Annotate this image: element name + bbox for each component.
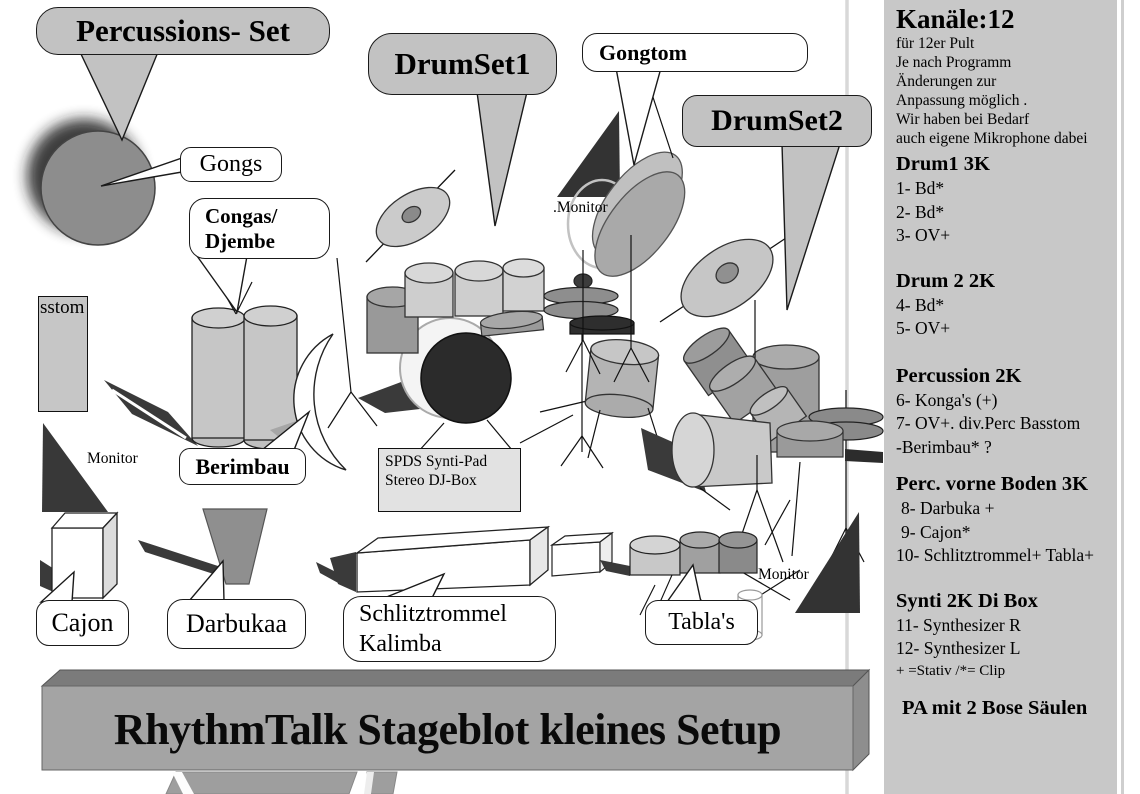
callout-drumset2: DrumSet2 xyxy=(682,95,872,147)
bass-drum xyxy=(420,332,512,424)
callout-gongtom-label: Gongtom xyxy=(599,39,687,65)
monitor-wedge-right xyxy=(795,512,860,613)
sidebar-intro-line: auch eigene Mikrophone dabei xyxy=(896,130,1088,147)
cajon-cube xyxy=(40,511,119,600)
drumset1-toms xyxy=(404,258,545,318)
callout-gongs-label: Gongs xyxy=(199,151,263,177)
channel-item: 10- Schlitztrommel+ Tabla+ xyxy=(896,545,1095,565)
callout-schlitztrommel-line1: Schlitztrommel xyxy=(359,601,507,627)
section-heading-drum2: Drum 2 2K xyxy=(896,269,996,292)
sidebar-title: Kanäle:12 xyxy=(896,4,1015,34)
floor-tom xyxy=(584,339,660,418)
channel-item: 4- Bd* xyxy=(896,294,945,315)
callout-berimbau-label: Berimbau xyxy=(195,453,290,479)
callout-tablas: Tabla's xyxy=(645,600,758,645)
channel-item: 1- Bd* xyxy=(896,178,945,198)
callout-congas-line2: Djembe xyxy=(205,228,275,253)
slitdrum-shadow xyxy=(330,552,356,592)
channel-item: 12- Synthesizer L xyxy=(896,638,1021,658)
cymbal1 xyxy=(375,186,451,248)
callout-percussions-set-label: Percussions- Set xyxy=(76,13,290,48)
callout-berimbau: Berimbau xyxy=(179,448,306,485)
darbuka-shadow xyxy=(138,540,223,577)
section-heading-percussion: Percussion 2K xyxy=(896,364,1022,387)
darbuka-shape xyxy=(202,508,268,585)
section-heading-drum1: Drum1 3K xyxy=(896,153,990,175)
callout-tails xyxy=(39,51,841,603)
monitor-label-center: .Monitor xyxy=(553,199,608,216)
sidebar-intro-line: für 12er Pult xyxy=(896,35,975,52)
channel-item: 8- Darbuka + xyxy=(901,498,995,518)
callout-drumset1: DrumSet1 xyxy=(368,33,557,95)
conga-shadow xyxy=(104,380,198,446)
sidebar-intro-line: Je nach Programm xyxy=(896,54,1012,71)
callout-gongs: Gongs xyxy=(180,147,282,182)
drumset1-side-tom xyxy=(479,310,545,337)
darbuka-side-shadow xyxy=(316,562,340,584)
congas-shape xyxy=(191,305,298,450)
page-title: RhythmTalk Stageblot kleines Setup xyxy=(113,704,782,754)
callout-drumset2-label: DrumSet2 xyxy=(711,104,843,137)
callout-gongtom: Gongtom xyxy=(582,33,808,72)
channel-item: 6- Konga's (+) xyxy=(896,389,998,410)
basstom-label: sstom xyxy=(40,297,85,318)
sidebar-intro-line: Änderungen zur xyxy=(896,73,997,90)
section-heading-perc-vorne: Perc. vorne Boden 3K xyxy=(896,473,1089,495)
gongtom-drum xyxy=(591,151,686,277)
callout-cajon-label: Cajon xyxy=(51,608,114,637)
channel-list-sidebar: Kanäle:12 für 12er Pult Je nach Programm… xyxy=(884,0,1117,794)
legend-note: + =Stativ /*= Clip xyxy=(896,662,1006,679)
gongtom-stand xyxy=(565,235,650,383)
monitor-label-left: Monitor xyxy=(87,450,138,467)
sidebar-intro-line: Wir haben bei Bedarf xyxy=(896,111,1030,128)
monitor-wedge-left xyxy=(42,423,108,512)
slit-drum-box xyxy=(354,525,551,593)
cymbal2 xyxy=(680,238,774,318)
spds-line2: Stereo DJ-Box xyxy=(385,472,477,489)
callout-drumset1-label: DrumSet1 xyxy=(394,46,531,81)
gong-shape xyxy=(27,119,156,246)
tabla-shadow xyxy=(600,560,630,576)
basstom-box: sstom xyxy=(38,296,88,412)
callout-schlitztrommel-line2: Kalimba xyxy=(359,631,442,657)
spds-synti-pad-box: SPDS Synti-Pad Stereo DJ-Box xyxy=(378,448,521,512)
channel-item: -Berimbau* ? xyxy=(896,436,992,457)
right-margin-strip xyxy=(1117,0,1140,794)
channel-item: 11- Synthesizer R xyxy=(896,614,1021,635)
channel-item: 5- OV+ xyxy=(896,318,951,338)
tablas-shape xyxy=(629,531,758,576)
title-banner xyxy=(40,668,871,794)
channel-item: 3- OV+ xyxy=(896,225,951,245)
callout-congas: Congas/ Djembe xyxy=(189,198,330,259)
callout-tablas-label: Tabla's xyxy=(668,609,735,635)
monitor-wedge-center xyxy=(557,111,620,197)
channel-item: 9- Cajon* xyxy=(901,521,971,542)
callout-darbukaa: Darbukaa xyxy=(167,599,306,649)
spds-line1: SPDS Synti-Pad xyxy=(385,453,488,470)
drumset1-dark-tom xyxy=(366,286,419,354)
snare-right xyxy=(845,449,883,463)
berimbau-bow xyxy=(293,333,347,471)
pa-note: PA mit 2 Bose Säulen xyxy=(902,696,1088,719)
callout-congas-line1: Congas/ xyxy=(205,203,278,228)
sidebar-intro-line: Anpassung möglich . xyxy=(896,92,1028,109)
snare-center xyxy=(569,315,635,335)
callout-cajon: Cajon xyxy=(36,600,129,646)
channel-item: 7- OV+. div.Perc Basstom xyxy=(896,413,1081,433)
drumset2-bass-drum xyxy=(671,412,773,488)
channel-item: 2- Bd* xyxy=(896,201,945,222)
kalimba-box xyxy=(549,531,614,577)
monitor-label-right: Monitor xyxy=(758,566,809,583)
callout-darbukaa-label: Darbukaa xyxy=(185,609,288,638)
banner-leg-left xyxy=(165,771,358,794)
callout-schlitztrommel: Schlitztrommel Kalimba xyxy=(343,596,556,662)
drum-right xyxy=(776,420,844,458)
callout-percussions-set: Percussions- Set xyxy=(36,7,330,55)
right-margin-line xyxy=(1121,0,1124,794)
section-heading-synti: Synti 2K Di Box xyxy=(896,589,1038,612)
